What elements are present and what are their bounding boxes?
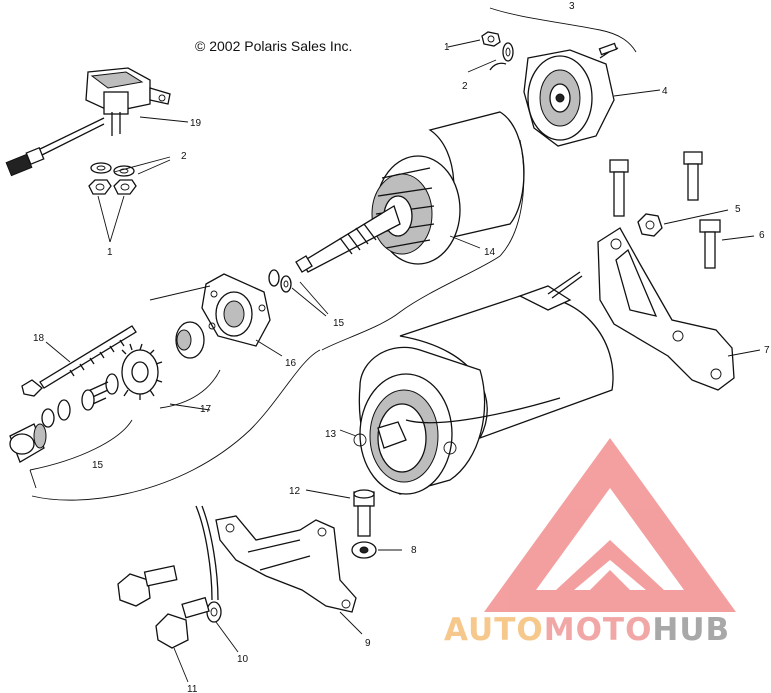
- callout-9: 9: [365, 638, 371, 649]
- pinion-gear-part-17: [41, 321, 205, 428]
- collar-part-15-lower: [9, 423, 47, 463]
- watermark-part-hub: HUB: [652, 612, 730, 648]
- callout-2-top: 2: [462, 81, 468, 92]
- callout-14: 14: [484, 247, 496, 258]
- callout-5: 5: [735, 204, 741, 215]
- callout-10: 10: [237, 654, 249, 665]
- nuts-part-1-left: [88, 179, 137, 195]
- washer-part-8: [351, 541, 377, 559]
- washer-part-10: [206, 601, 222, 623]
- bolt-part-6b: [683, 151, 703, 201]
- end-cap-part-4: [523, 42, 619, 147]
- bolt-part-11b: [155, 596, 210, 649]
- callout-18: 18: [33, 333, 45, 344]
- lower-bracket-part-9: [215, 515, 357, 613]
- callout-4: 4: [662, 86, 668, 97]
- callout-1-left: 1: [107, 247, 113, 258]
- callout-15-upper: 15: [333, 318, 345, 329]
- bolt-part-12: [353, 489, 375, 537]
- callout-15-lower: 15: [92, 460, 104, 471]
- solenoid-switch-part-19: [5, 67, 171, 177]
- watermark-logo: [484, 438, 736, 612]
- callout-17: 17: [200, 404, 212, 415]
- washer-part-2-top: [502, 42, 514, 62]
- watermark-text: AUTOMOTOHUB: [444, 612, 730, 648]
- bolt-part-6a: [609, 159, 629, 217]
- callout-11: 11: [187, 684, 198, 693]
- callout-19: 19: [190, 118, 202, 129]
- callout-8: 8: [411, 545, 417, 556]
- callout-1-top: 1: [444, 42, 450, 53]
- callout-2-left: 2: [181, 151, 187, 162]
- copyright-text: © 2002 Polaris Sales Inc.: [195, 38, 352, 54]
- through-bolt-part-18: [21, 325, 137, 397]
- callout-13: 13: [325, 429, 337, 440]
- bolt-part-11a: [117, 565, 178, 607]
- bolt-part-6c: [699, 219, 721, 269]
- drive-plate-part-16: [201, 273, 271, 347]
- armature-part-14: [295, 111, 525, 273]
- nut-part-5: [637, 213, 663, 237]
- washers-part-2-left: [90, 162, 135, 177]
- washers-part-15-upper: [268, 269, 292, 293]
- callout-6: 6: [759, 230, 765, 241]
- watermark-part-moto: MOTO: [544, 612, 653, 648]
- starter-motor-part-13: [353, 271, 614, 495]
- watermark-part-auto: AUTO: [444, 612, 544, 648]
- mounting-bracket-part-7: [597, 227, 735, 391]
- callout-16: 16: [285, 358, 297, 369]
- nut-part-1-top: [481, 31, 501, 47]
- callout-7: 7: [764, 345, 770, 356]
- callout-3: 3: [569, 1, 575, 12]
- callout-12: 12: [289, 486, 301, 497]
